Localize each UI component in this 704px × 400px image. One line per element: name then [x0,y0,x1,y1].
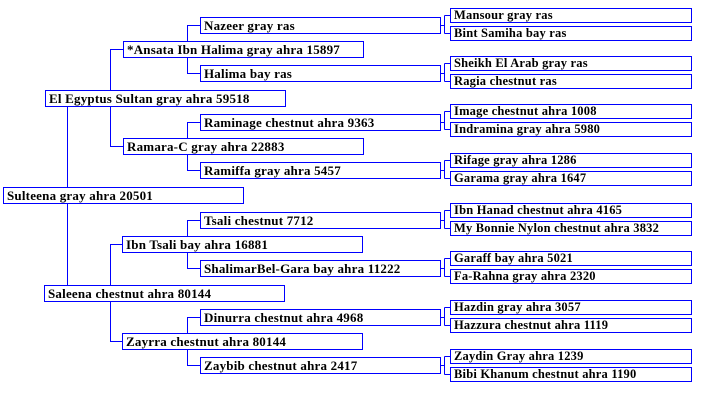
ancestor-gen4: Zaydin Gray ahra 1239 [450,349,692,364]
ancestor-gen4: My Bonnie Nylon chestnut ahra 3832 [450,221,692,236]
ancestor-gen4: Fa-Rahna gray ahra 2320 [450,269,692,284]
sire-dam-box: Ramara-C gray ahra 22883 [123,138,364,155]
sire-sire-box: *Ansata Ibn Halima gray ahra 15897 [123,41,364,58]
subject-horse: Sulteena gray ahra 20501 [3,187,244,204]
ancestor-gen4: Rifage gray ahra 1286 [450,153,692,168]
ancestor-gen4: Indramina gray ahra 5980 [450,122,692,137]
ancestor-gen4: Ibn Hanad chestnut ahra 4165 [450,203,692,218]
ancestor-gen3: Tsali chestnut 7712 [200,212,441,229]
dam-sire-box: Ibn Tsali bay ahra 16881 [122,236,363,253]
dam-box: Saleena chestnut ahra 80144 [44,285,285,302]
ancestor-gen4: Garaff bay ahra 5021 [450,251,692,266]
sire-box: El Egyptus Sultan gray ahra 59518 [45,90,286,107]
ancestor-gen4: Bint Samiha bay ras [450,26,692,41]
ancestor-gen3: Dinurra chestnut ahra 4968 [200,309,441,326]
ancestor-gen4: Garama gray ahra 1647 [450,171,692,186]
ancestor-gen4: Ragia chestnut ras [450,74,692,89]
ancestor-gen4: Image chestnut ahra 1008 [450,104,692,119]
dam-dam-box: Zayrra chestnut ahra 80144 [122,333,363,350]
ancestor-gen4: Sheikh El Arab gray ras [450,56,692,71]
ancestor-gen4: Hazdin gray ahra 3057 [450,300,692,315]
ancestor-gen3: Ramiffa gray ahra 5457 [200,162,441,179]
ancestor-gen4: Hazzura chestnut ahra 1119 [450,318,692,333]
ancestor-gen3: Nazeer gray ras [200,17,441,34]
ancestor-gen4: Bibi Khanum chestnut ahra 1190 [450,367,692,382]
ancestor-gen3: Halima bay ras [200,65,441,82]
ancestor-gen4: Mansour gray ras [450,8,692,23]
ancestor-gen3: Zaybib chestnut ahra 2417 [200,357,441,374]
ancestor-gen3: Raminage chestnut ahra 9363 [200,114,441,131]
ancestor-gen3: ShalimarBel-Gara bay ahra 11222 [200,260,441,277]
